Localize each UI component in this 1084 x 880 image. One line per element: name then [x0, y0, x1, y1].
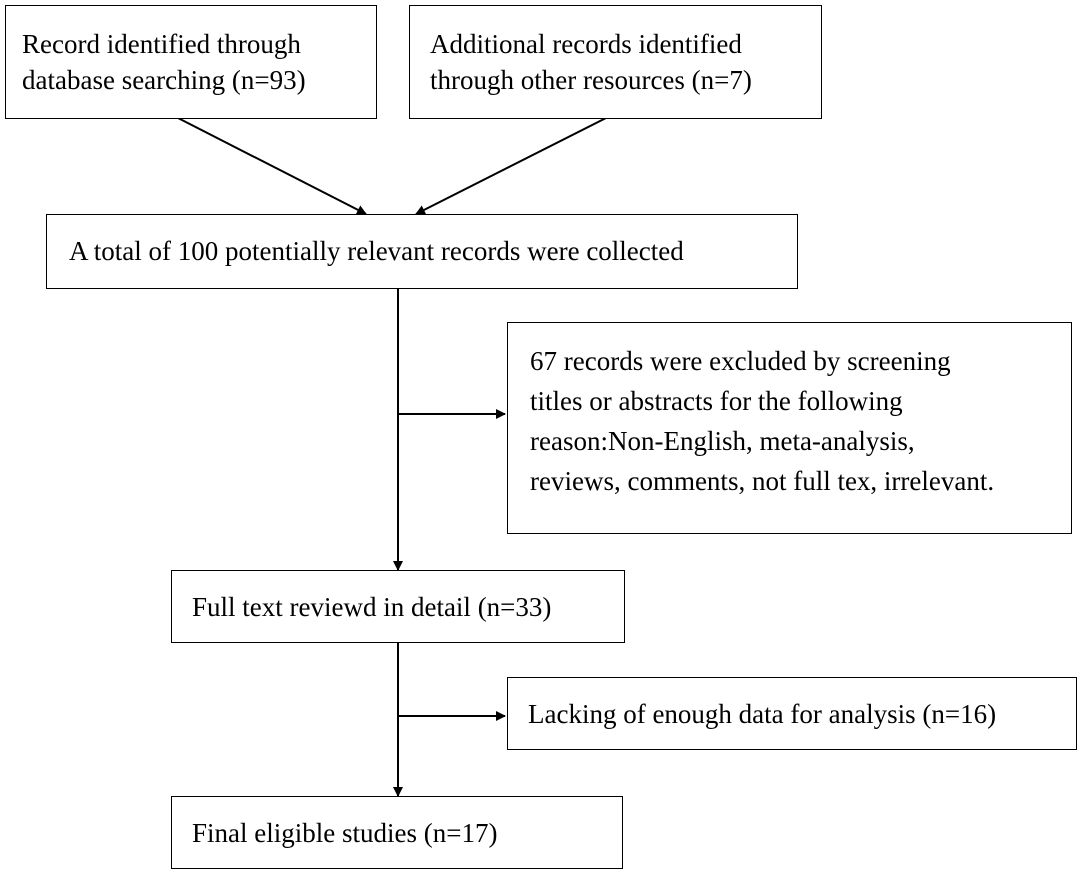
arrow-other-to-total	[415, 117, 607, 215]
other-records-line-2: through other resources (n=7)	[430, 65, 752, 95]
arrow-database-to-total	[177, 117, 367, 215]
full-text-line: Full text reviewd in detail (n=33)	[192, 592, 552, 622]
full-text-box: Full text reviewd in detail (n=33)	[171, 570, 625, 643]
excluded-line-2: titles or abstracts for the following	[530, 386, 903, 416]
total-records-line: A total of 100 potentially relevant reco…	[69, 236, 684, 266]
lacking-data-box: Lacking of enough data for analysis (n=1…	[507, 677, 1077, 750]
database-records-box: Record identified through database searc…	[5, 5, 377, 119]
total-records-box: A total of 100 potentially relevant reco…	[46, 214, 798, 289]
database-records-line-2: database searching (n=93)	[22, 65, 306, 95]
lacking-data-line: Lacking of enough data for analysis (n=1…	[528, 699, 997, 729]
excluded-records-box: 67 records were excluded by screening ti…	[507, 322, 1072, 534]
excluded-line-3: reason:Non-English, meta-analysis,	[530, 426, 915, 456]
excluded-line-4: reviews, comments, not full tex, irrelev…	[530, 466, 995, 496]
other-records-line-1: Additional records identified	[430, 29, 742, 59]
other-records-box: Additional records identified through ot…	[409, 5, 822, 119]
database-records-line-1: Record identified through	[22, 29, 301, 59]
excluded-line-1: 67 records were excluded by screening	[530, 346, 951, 376]
final-studies-box: Final eligible studies (n=17)	[171, 796, 623, 869]
final-studies-line: Final eligible studies (n=17)	[192, 818, 498, 848]
